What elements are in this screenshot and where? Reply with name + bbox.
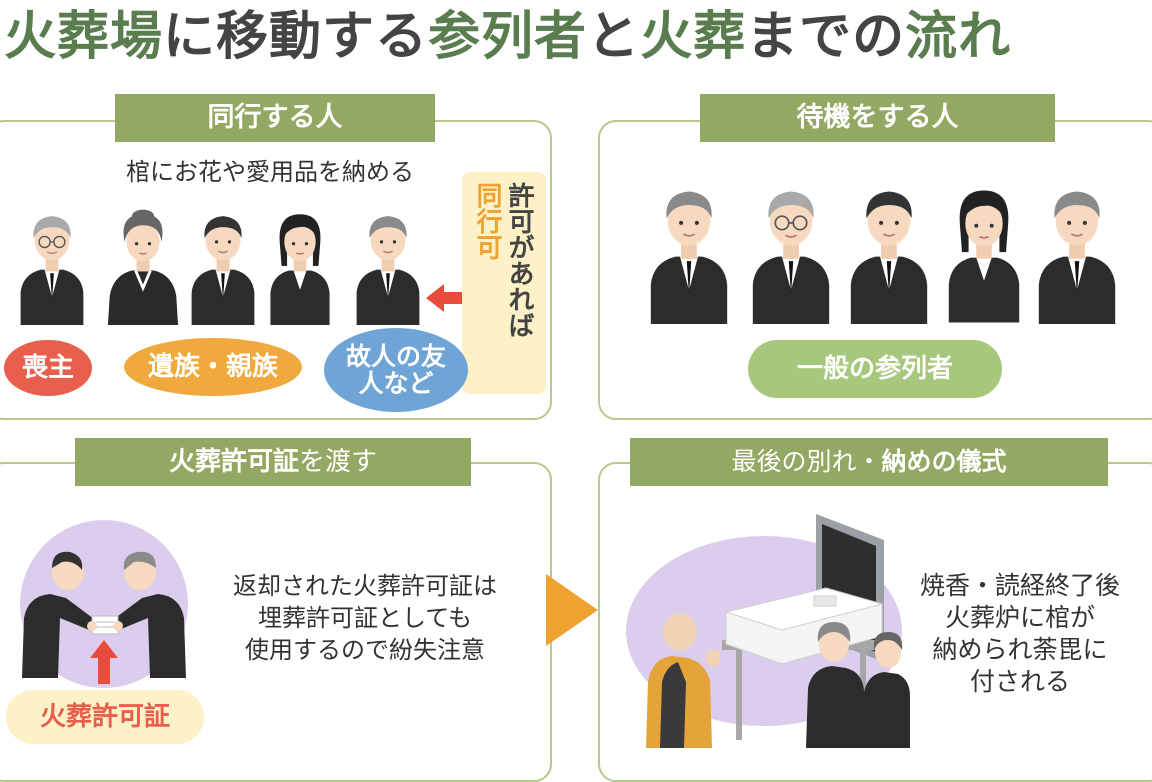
label-cremation-permit: 火葬許可証 xyxy=(6,690,204,744)
handover-illustration xyxy=(22,551,186,678)
permission-note xyxy=(462,172,546,394)
title-part: 参列者 xyxy=(428,7,588,67)
tag-farewell: 最後の別れ・納めの儀式 xyxy=(630,438,1108,486)
farewell-text-line1: 焼香・読経終了後 xyxy=(919,571,1120,600)
person-icon xyxy=(1032,178,1122,324)
flow-arrow-icon xyxy=(546,574,598,646)
person-icon xyxy=(262,205,338,325)
label-chief-mourner: 喪主 xyxy=(4,340,92,396)
farewell-text-line3: 納められ荼毘に xyxy=(932,635,1108,664)
label-general-attendees: 一般の参列者 xyxy=(748,340,1002,398)
title-part: までの xyxy=(746,7,906,67)
label-friends: 故人の友人など xyxy=(324,328,468,412)
title-part: 火葬 xyxy=(640,7,747,67)
permit-text-line3: 使用するので紛失注意 xyxy=(245,636,485,664)
tag-waiting: 待機をする人 xyxy=(700,94,1055,142)
permit-text-line2: 埋葬許可証としても xyxy=(257,604,473,632)
tag-permit-rest: を渡す xyxy=(299,447,378,477)
farewell-text-line4: 付される xyxy=(969,667,1070,696)
tag-farewell-rest: 最後の別れ・ xyxy=(731,447,882,476)
title-part: 火葬場 xyxy=(4,7,164,67)
tag-farewell-bold: 納めの儀式 xyxy=(881,447,1007,476)
person-icon xyxy=(183,205,263,325)
person-icon xyxy=(746,178,836,324)
person-icon xyxy=(644,178,734,324)
person-icon xyxy=(12,205,92,325)
companions-subtitle: 棺にお花や愛用品を納める xyxy=(126,158,414,186)
tag-permit-bold: 火葬許可証 xyxy=(168,447,299,477)
title-part: に移動する xyxy=(163,7,429,67)
person-icon xyxy=(103,205,183,325)
permission-line1: 同行可 xyxy=(472,182,502,260)
person-icon xyxy=(940,178,1028,324)
farewell-illustration xyxy=(646,514,910,748)
page-title: 火葬場に移動する参列者と火葬までの流れ xyxy=(4,0,1152,74)
label-family: 遺族・親族 xyxy=(124,338,302,396)
title-part: と xyxy=(587,7,641,67)
arrow-icon xyxy=(426,284,470,312)
title-part: 流れ xyxy=(905,7,1012,67)
permission-line2: 許可があれば xyxy=(504,182,534,338)
tag-companions: 同行する人 xyxy=(115,94,435,142)
arrow-icon xyxy=(90,640,118,684)
tag-permit: 火葬許可証を渡す xyxy=(75,438,471,486)
farewell-text-line2: 火葬炉に棺が xyxy=(944,603,1095,632)
permit-text-line1: 返却された火葬許可証は xyxy=(233,572,497,600)
person-icon xyxy=(844,178,934,324)
person-icon xyxy=(348,205,428,325)
